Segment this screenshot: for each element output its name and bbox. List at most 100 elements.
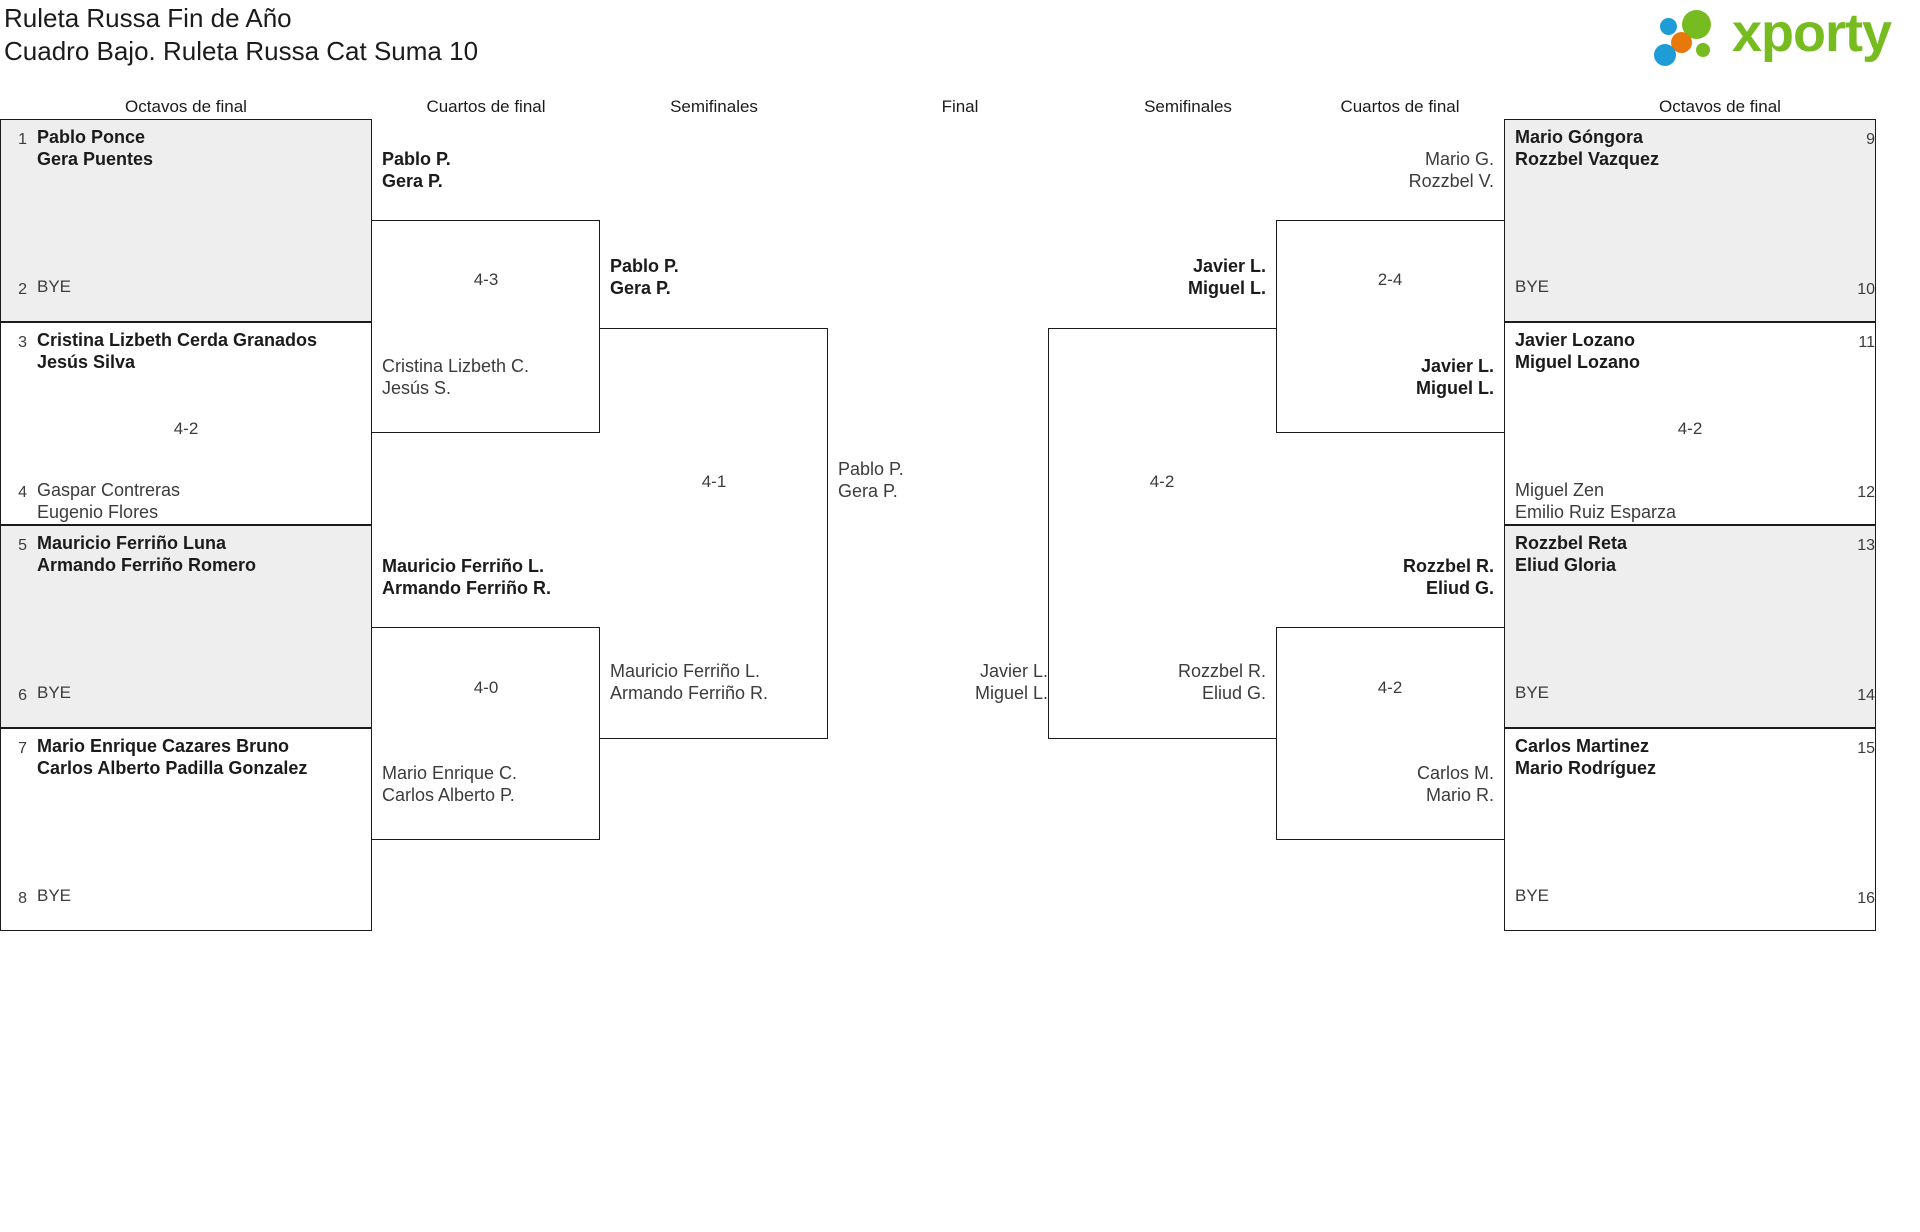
left-qf-1-bottom-names: Cristina Lizbeth C. Jesús S. xyxy=(382,355,529,399)
player-name-2: Gera P. xyxy=(382,171,443,191)
seed-cell-9-10[interactable]: 9 Mario Góngora Rozzbel Vazquez 10 BYE xyxy=(1504,119,1876,322)
player-name-2: Carlos Alberto P. xyxy=(382,785,515,805)
player-name-2: Eliud Gloria xyxy=(1515,555,1617,575)
score-right-sf: 4-2 xyxy=(1149,472,1175,491)
seed-number: 13 xyxy=(1857,537,1875,554)
page-title: Ruleta Russa Fin de Año Cuadro Bajo. Rul… xyxy=(4,2,1104,68)
right-qf-2-bottom-names: Carlos M. Mario R. xyxy=(1266,762,1494,806)
seed-number: 2 xyxy=(18,281,27,298)
player-name-2: Eliud G. xyxy=(1425,578,1494,598)
logo-wordmark: xporty xyxy=(1732,3,1892,63)
seed-cell-15-16[interactable]: 15 Carlos Martinez Mario Rodríguez 16 BY… xyxy=(1504,728,1876,931)
logo-dot-orange xyxy=(1671,32,1692,53)
score-left-qf-2: 4-0 xyxy=(473,678,499,697)
player-name-1: Cristina Lizbeth C. xyxy=(382,356,530,376)
seed-names: Cristina Lizbeth Cerda Granados Jesús Si… xyxy=(27,329,371,373)
seed-cell-3-4[interactable]: 3 Cristina Lizbeth Cerda Granados Jesús … xyxy=(0,322,372,525)
match-box-left-qf-2[interactable] xyxy=(372,627,600,840)
seed-entry-10: 10 BYE xyxy=(1505,276,1875,300)
seed-names: Pablo Ponce Gera Puentes xyxy=(27,126,371,170)
score-right-qf-2: 4-2 xyxy=(1377,678,1403,697)
seed-number: 5 xyxy=(18,537,27,554)
seed-number: 10 xyxy=(1857,281,1875,298)
player-name-1: BYE xyxy=(1515,277,1550,296)
seed-number: 1 xyxy=(18,131,27,148)
final-left-names: Pablo P. Gera P. xyxy=(838,458,904,502)
player-name-2: Mario Rodríguez xyxy=(1515,758,1657,778)
seed-names: Mario Enrique Cazares Bruno Carlos Alber… xyxy=(27,735,371,779)
match-box-left-sf[interactable] xyxy=(600,328,828,739)
player-name-2: Jesús Silva xyxy=(37,352,136,372)
seed-number: 3 xyxy=(18,334,27,351)
match-box-right-sf[interactable] xyxy=(1048,328,1276,739)
seed-cell-1-2[interactable]: 1 Pablo Ponce Gera Puentes 2 BYE xyxy=(0,119,372,322)
seed-entry-15: 15 Carlos Martinez Mario Rodríguez xyxy=(1505,735,1875,779)
seed-names: Javier Lozano Miguel Lozano xyxy=(1505,329,1849,373)
right-sf-bottom-names: Rozzbel R. Eliud G. xyxy=(1038,660,1266,704)
round-label-left-r16: Octavos de final xyxy=(125,97,247,116)
seed-number: 9 xyxy=(1866,131,1875,148)
player-name-1: BYE xyxy=(37,886,72,905)
logo-dot-blue-top xyxy=(1660,18,1677,35)
player-name-2: Armando Ferriño Romero xyxy=(37,555,257,575)
seed-cell-5-6[interactable]: 5 Mauricio Ferriño Luna Armando Ferriño … xyxy=(0,525,372,728)
left-qf-2-top-names: Mauricio Ferriño L. Armando Ferriño R. xyxy=(382,555,551,599)
player-name-2: Eugenio Flores xyxy=(37,502,159,522)
seed-cell-7-8[interactable]: 7 Mario Enrique Cazares Bruno Carlos Alb… xyxy=(0,728,372,931)
player-name-1: Carlos Martinez xyxy=(1515,736,1650,756)
player-name-1: Mario Enrique Cazares Bruno xyxy=(37,736,290,756)
player-name-1: BYE xyxy=(1515,683,1550,702)
player-name-2: Armando Ferriño R. xyxy=(382,578,552,598)
seed-entry-8: 8 BYE xyxy=(1,885,371,909)
seed-cell-13-14[interactable]: 13 Rozzbel Reta Eliud Gloria 14 BYE xyxy=(1504,525,1876,728)
right-qf-1-bottom-names: Javier L. Miguel L. xyxy=(1266,355,1494,399)
seed-names: BYE xyxy=(27,276,371,298)
match-box-right-qf-1[interactable] xyxy=(1276,220,1504,433)
xporty-logo: xporty xyxy=(1654,3,1904,68)
left-sf-top-names: Pablo P. Gera P. xyxy=(610,255,679,299)
player-name-2: Eliud G. xyxy=(1201,683,1266,703)
player-name-1: Carlos M. xyxy=(1416,763,1494,783)
player-name-1: Gaspar Contreras xyxy=(37,480,181,500)
seed-entry-9: 9 Mario Góngora Rozzbel Vazquez xyxy=(1505,126,1875,170)
player-name-2: Mario R. xyxy=(1425,785,1494,805)
player-name-1: BYE xyxy=(37,277,72,296)
player-name-2: Miguel L. xyxy=(1416,378,1494,398)
score-seed-11-12: 4-2 xyxy=(1677,419,1703,438)
seed-cell-11-12[interactable]: 11 Javier Lozano Miguel Lozano 12 Miguel… xyxy=(1504,322,1876,525)
player-name-1: Miguel Zen xyxy=(1515,480,1605,500)
seed-number: 8 xyxy=(18,890,27,907)
player-name-2: Jesús S. xyxy=(382,378,452,398)
seed-entry-16: 16 BYE xyxy=(1505,885,1875,909)
player-name-1: Pablo P. xyxy=(382,149,451,169)
seed-entry-4: 4 Gaspar Contreras Eugenio Flores xyxy=(1,479,371,523)
seed-number: 16 xyxy=(1857,890,1875,907)
seed-names: Rozzbel Reta Eliud Gloria xyxy=(1505,532,1849,576)
player-name-1: Pablo Ponce xyxy=(37,127,146,147)
title-line-2: Cuadro Bajo. Ruleta Russa Cat Suma 10 xyxy=(4,36,479,66)
player-name-1: Mario Góngora xyxy=(1515,127,1644,147)
score-left-qf-1: 4-3 xyxy=(473,270,499,289)
player-name-2: Rozzbel V. xyxy=(1408,171,1494,191)
player-name-1: Pablo P. xyxy=(838,459,904,479)
seed-entry-3: 3 Cristina Lizbeth Cerda Granados Jesús … xyxy=(1,329,371,373)
seed-number: 11 xyxy=(1858,334,1875,351)
score-right-qf-1: 2-4 xyxy=(1377,270,1403,289)
seed-entry-2: 2 BYE xyxy=(1,276,371,300)
seed-entry-13: 13 Rozzbel Reta Eliud Gloria xyxy=(1505,532,1875,576)
seed-entry-6: 6 BYE xyxy=(1,682,371,706)
logo-dots-icon xyxy=(1654,10,1734,66)
seed-entry-12: 12 Miguel Zen Emilio Ruiz Esparza xyxy=(1505,479,1875,523)
seed-number: 12 xyxy=(1857,484,1875,501)
player-name-1: Javier L. xyxy=(1420,356,1494,376)
match-box-right-qf-2[interactable] xyxy=(1276,627,1504,840)
player-name-2: Gera Puentes xyxy=(37,149,154,169)
seed-names: BYE xyxy=(27,885,371,907)
seed-number: 6 xyxy=(18,687,27,704)
seed-entry-1: 1 Pablo Ponce Gera Puentes xyxy=(1,126,371,170)
seed-names: Mario Góngora Rozzbel Vazquez xyxy=(1505,126,1849,170)
player-name-2: Carlos Alberto Padilla Gonzalez xyxy=(37,758,308,778)
player-name-1: Cristina Lizbeth Cerda Granados xyxy=(37,330,318,350)
score-left-sf: 4-1 xyxy=(701,472,727,491)
match-box-left-qf-1[interactable] xyxy=(372,220,600,433)
